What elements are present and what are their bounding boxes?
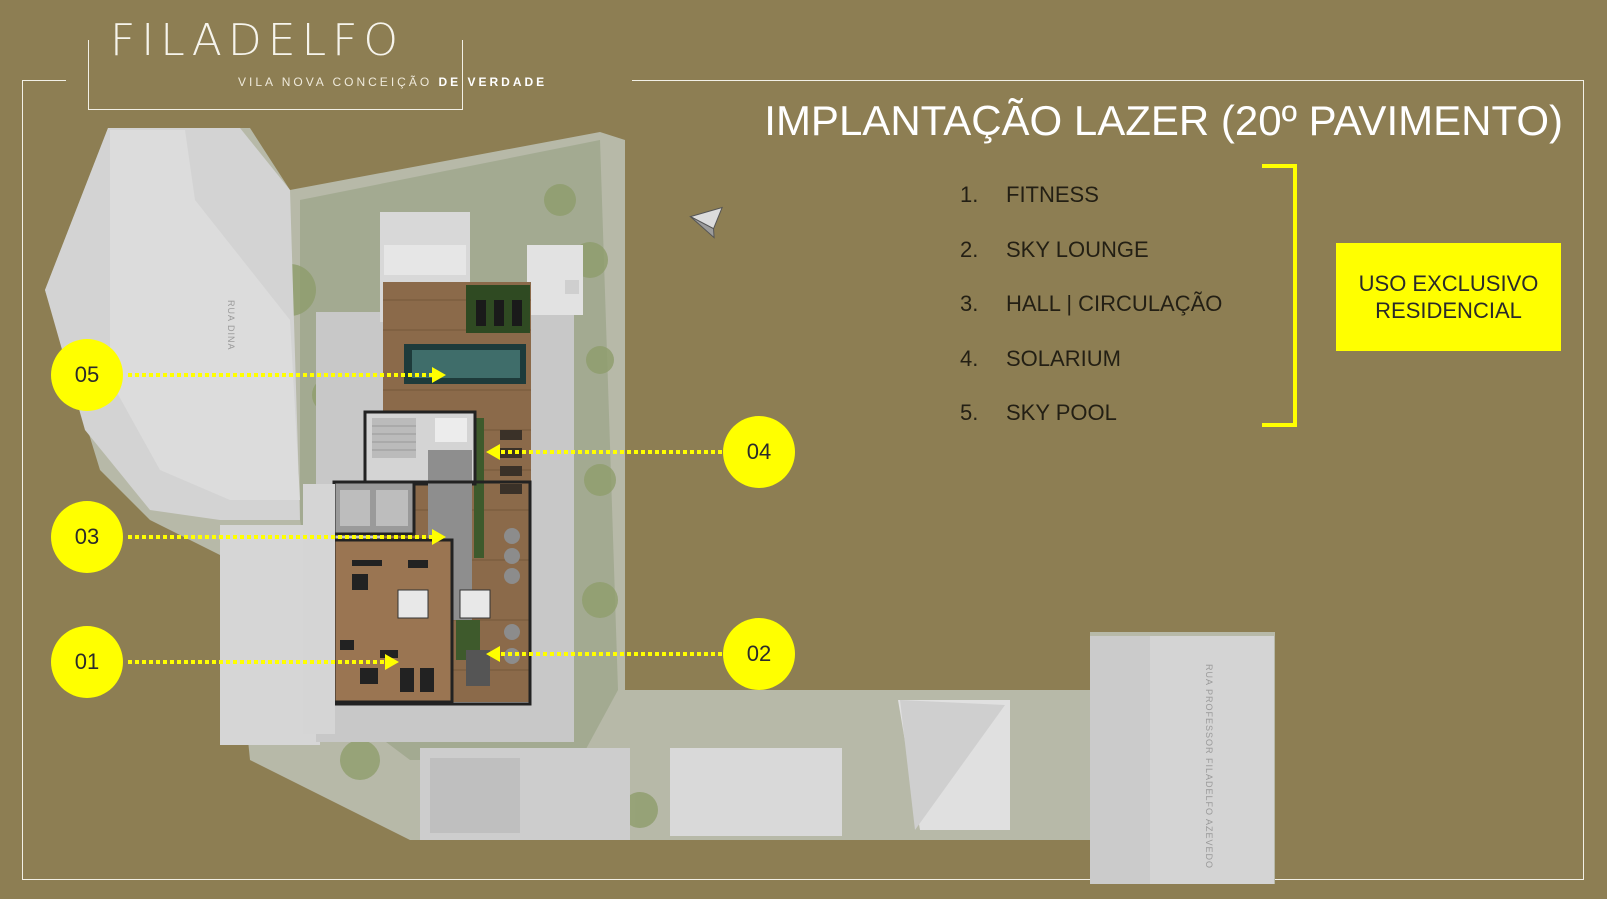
exclusive-use-badge: USO EXCLUSIVO RESIDENCIAL [1336,243,1561,351]
marker-02[interactable]: 02 [723,618,795,690]
logo-frame-right [462,40,463,109]
legend-number: 3. [960,291,979,317]
arrow-01-head [385,654,399,670]
street-label-left: RUA DINA [226,300,236,351]
marker-05[interactable]: 05 [51,339,123,411]
legend-label: SKY POOL [1006,400,1117,426]
arrow-03-head [432,529,446,545]
fitness [332,538,454,704]
brand-title: FILADELFO [110,15,405,66]
arrow-04-head [486,444,500,460]
legend-number: 1. [960,182,979,208]
legend-label: HALL | CIRCULAÇÃO [1006,291,1223,317]
frame-bottom [22,879,1584,880]
arrow-05-head [432,367,446,383]
brand-subtitle: VILA NOVA CONCEIÇÃO DE VERDADE [238,75,547,89]
brand-subtitle-regular: VILA NOVA CONCEIÇÃO [238,75,433,89]
legend-item: 4. SOLARIUM [960,332,1222,387]
page-title: IMPLANTAÇÃO LAZER (20º PAVIMENTO) [764,97,1563,144]
legend-label: FITNESS [1006,182,1099,208]
legend-bracket [1262,164,1297,427]
parking-block [670,748,842,836]
street-label-right: RUA PROFESSOR FILADELFO AZEVEDO [1204,664,1214,870]
badge-line-1: USO EXCLUSIVO [1358,271,1539,296]
legend-item: 1. FITNESS [960,168,1222,223]
arrow-02-head [486,646,500,662]
frame-top-right [632,80,1584,81]
logo-frame [88,40,463,110]
frame-top-left [22,80,66,81]
legend-item: 5. SKY POOL [960,386,1222,441]
marker-03[interactable]: 03 [51,501,123,573]
legend-number: 4. [960,345,979,371]
marker-04[interactable]: 04 [723,416,795,488]
badge-line-2: RESIDENCIAL [1375,298,1522,323]
marker-01[interactable]: 01 [51,626,123,698]
street-right [1150,636,1274,884]
legend-number: 5. [960,400,979,426]
legend-item: 3. HALL | CIRCULAÇÃO [960,277,1222,332]
legend-label: SOLARIUM [1006,345,1121,371]
legend-number: 2. [960,236,979,262]
compass-icon [689,206,723,239]
legend-label: SKY LOUNGE [1006,236,1149,262]
amenities-legend: 1. FITNESS 2. SKY LOUNGE 3. HALL | CIRCU… [960,168,1222,441]
brand-subtitle-bold: DE VERDADE [438,75,548,89]
frame-left [22,80,23,880]
legend-item: 2. SKY LOUNGE [960,223,1222,278]
frame-right [1583,80,1584,880]
